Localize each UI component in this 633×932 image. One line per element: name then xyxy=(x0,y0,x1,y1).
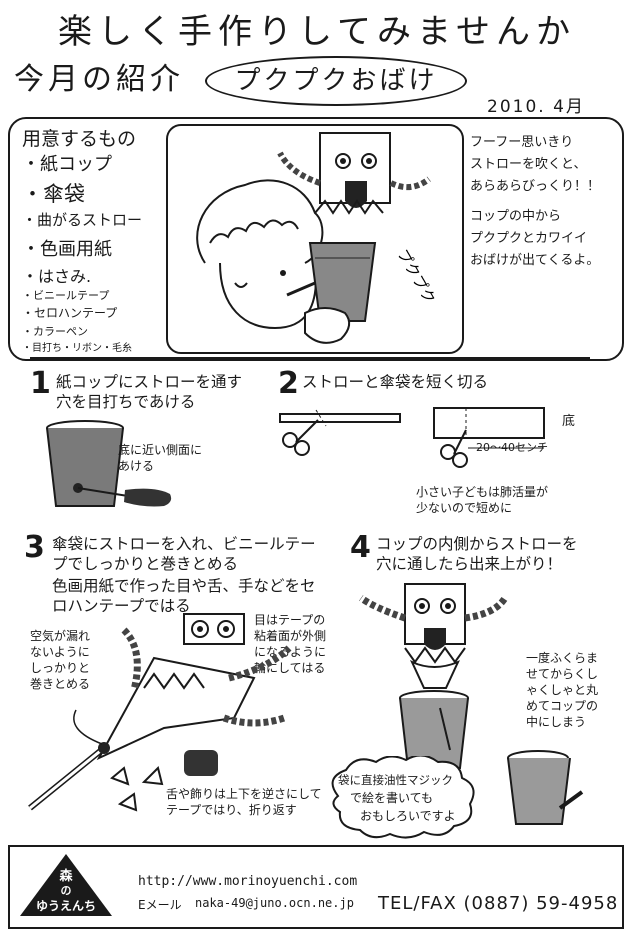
puku-puku-text: プクプク xyxy=(394,246,440,307)
step-3-bottom-note: 舌や飾りは上下を逆さにして xyxy=(166,787,322,801)
description-line: プクプクとカワイイ xyxy=(470,231,588,246)
website-url[interactable]: http://www.morinoyuenchi.com xyxy=(138,874,358,889)
intro-panel xyxy=(8,117,624,361)
material-item: ・はさみ. xyxy=(22,267,92,286)
length-measure: 20〜40センチ xyxy=(476,441,548,454)
eyes-note: 目はテープの xyxy=(254,613,326,627)
step-1-number: 1 xyxy=(30,366,51,401)
step-4-right-note: せてからくし xyxy=(526,667,599,681)
issue-date: 2010. 4月 xyxy=(487,97,585,117)
material-item: ・傘袋 xyxy=(22,182,85,206)
cup-with-awl-illustration xyxy=(46,420,172,507)
step-4-right-note: ゃくしゃと丸 xyxy=(526,683,599,697)
child-blowing-ghost-illustration: プクプク xyxy=(166,124,464,354)
step-1-note: あける xyxy=(118,459,155,473)
eyes-note: になるように xyxy=(254,645,327,659)
step-3-line: プでしっかりと巻きとめる xyxy=(52,555,239,573)
step-2-note: 小さい子どもは肺活量が xyxy=(416,485,549,499)
material-item: ・カラーペン xyxy=(22,325,88,338)
step-4-right-note: 一度ふくらま xyxy=(526,651,599,665)
material-item: ・セロハンテープ xyxy=(22,306,118,320)
description-line: ストローを吹くと、 xyxy=(470,157,587,172)
morino-yuenchi-logo: 森 の ゆうえんち xyxy=(20,854,112,916)
step-1-line: 穴を目打ちであける xyxy=(56,393,196,411)
description-line: コップの中から xyxy=(470,209,562,224)
description-line: フーフー思いきり xyxy=(470,135,574,150)
tel-fax: TEL/FAX (0887) 59-4958 xyxy=(378,893,619,914)
step-4-right-note: めてコップの xyxy=(526,699,599,713)
material-item: ・目打ち・リボン・毛糸 xyxy=(22,343,132,354)
step-3-line: 傘袋にストローを入れ、ビニールテー xyxy=(52,535,316,553)
step-3-left-note: しっかりと xyxy=(30,661,91,675)
step-2-line: ストローと傘袋を短く切る xyxy=(302,373,489,391)
step-3-left-note: ないように xyxy=(30,645,90,659)
email-address[interactable]: naka-49@juno.ocn.ne.jp xyxy=(195,896,354,910)
paper-eyes-illustration xyxy=(183,613,245,645)
materials-heading: 用意するもの xyxy=(22,128,137,150)
description-line: おばけが出てくるよ。 xyxy=(470,253,600,268)
finished-ghost-illustration xyxy=(358,583,584,825)
step-2-note: 少ないので短めに xyxy=(416,501,513,515)
feature-title-oval: プクプクおばけ xyxy=(205,56,467,106)
step-3-left-note: 空気が漏れ xyxy=(30,629,91,643)
step-4-line: コップの内側からストローを xyxy=(376,535,578,553)
email-label: Eメール xyxy=(138,898,182,912)
tip-cloud-text: おもしろいですよ xyxy=(360,809,456,823)
page-title: 楽しく手作りしてみませんか xyxy=(58,12,576,52)
description-line: あらあらびっくり！！ xyxy=(470,179,601,194)
step-2-number: 2 xyxy=(278,366,299,401)
material-item: ・ビニールテープ xyxy=(22,289,110,302)
tip-cloud-bubble xyxy=(331,756,475,839)
tip-cloud-text: で絵を書いても xyxy=(350,791,434,805)
material-item: ・紙コップ xyxy=(22,154,112,175)
step-3-line: 色画用紙で作った目や舌、手などをセ xyxy=(52,577,316,595)
material-item: ・曲がるストロー xyxy=(22,211,143,229)
monthly-intro-label: 今月の紹介 xyxy=(14,62,184,97)
eyes-note: 粘着面が外側 xyxy=(254,629,327,643)
feature-title: プクプクおばけ xyxy=(234,66,438,96)
description: フーフー思いきり ストローを吹くと、 あらあらびっくり！！ コップの中から プク… xyxy=(470,132,620,272)
straw-and-umbrella-bag-illustration xyxy=(279,407,545,468)
step-1-note: 底に近い側面に xyxy=(118,443,203,457)
bag-bottom-label: 底 xyxy=(562,414,576,429)
step-4-number: 4 xyxy=(350,530,371,565)
step-4-line: 穴に通したら出来上がり！ xyxy=(376,555,563,573)
footer-panel xyxy=(8,845,624,929)
ghost-assembly-illustration xyxy=(28,627,292,812)
tip-cloud-text: 袋に直接油性マジック xyxy=(338,773,453,787)
step-3-bottom-note: テープではり、折り返す xyxy=(166,803,297,817)
step-4-right-note: 中にしまう xyxy=(526,715,587,729)
step-3-left-note: 巻きとめる xyxy=(30,677,91,691)
svg-text:森: 森 xyxy=(59,868,73,884)
svg-text:ゆうえんち: ゆうえんち xyxy=(36,899,96,913)
material-item: ・色画用紙 xyxy=(22,239,112,260)
step-3-line: ロハンテープではる xyxy=(52,597,191,615)
svg-text:の: の xyxy=(61,884,72,897)
section-divider xyxy=(30,357,590,359)
step-1-line: 紙コップにストローを通す xyxy=(56,373,243,391)
step-3-number: 3 xyxy=(24,530,45,565)
